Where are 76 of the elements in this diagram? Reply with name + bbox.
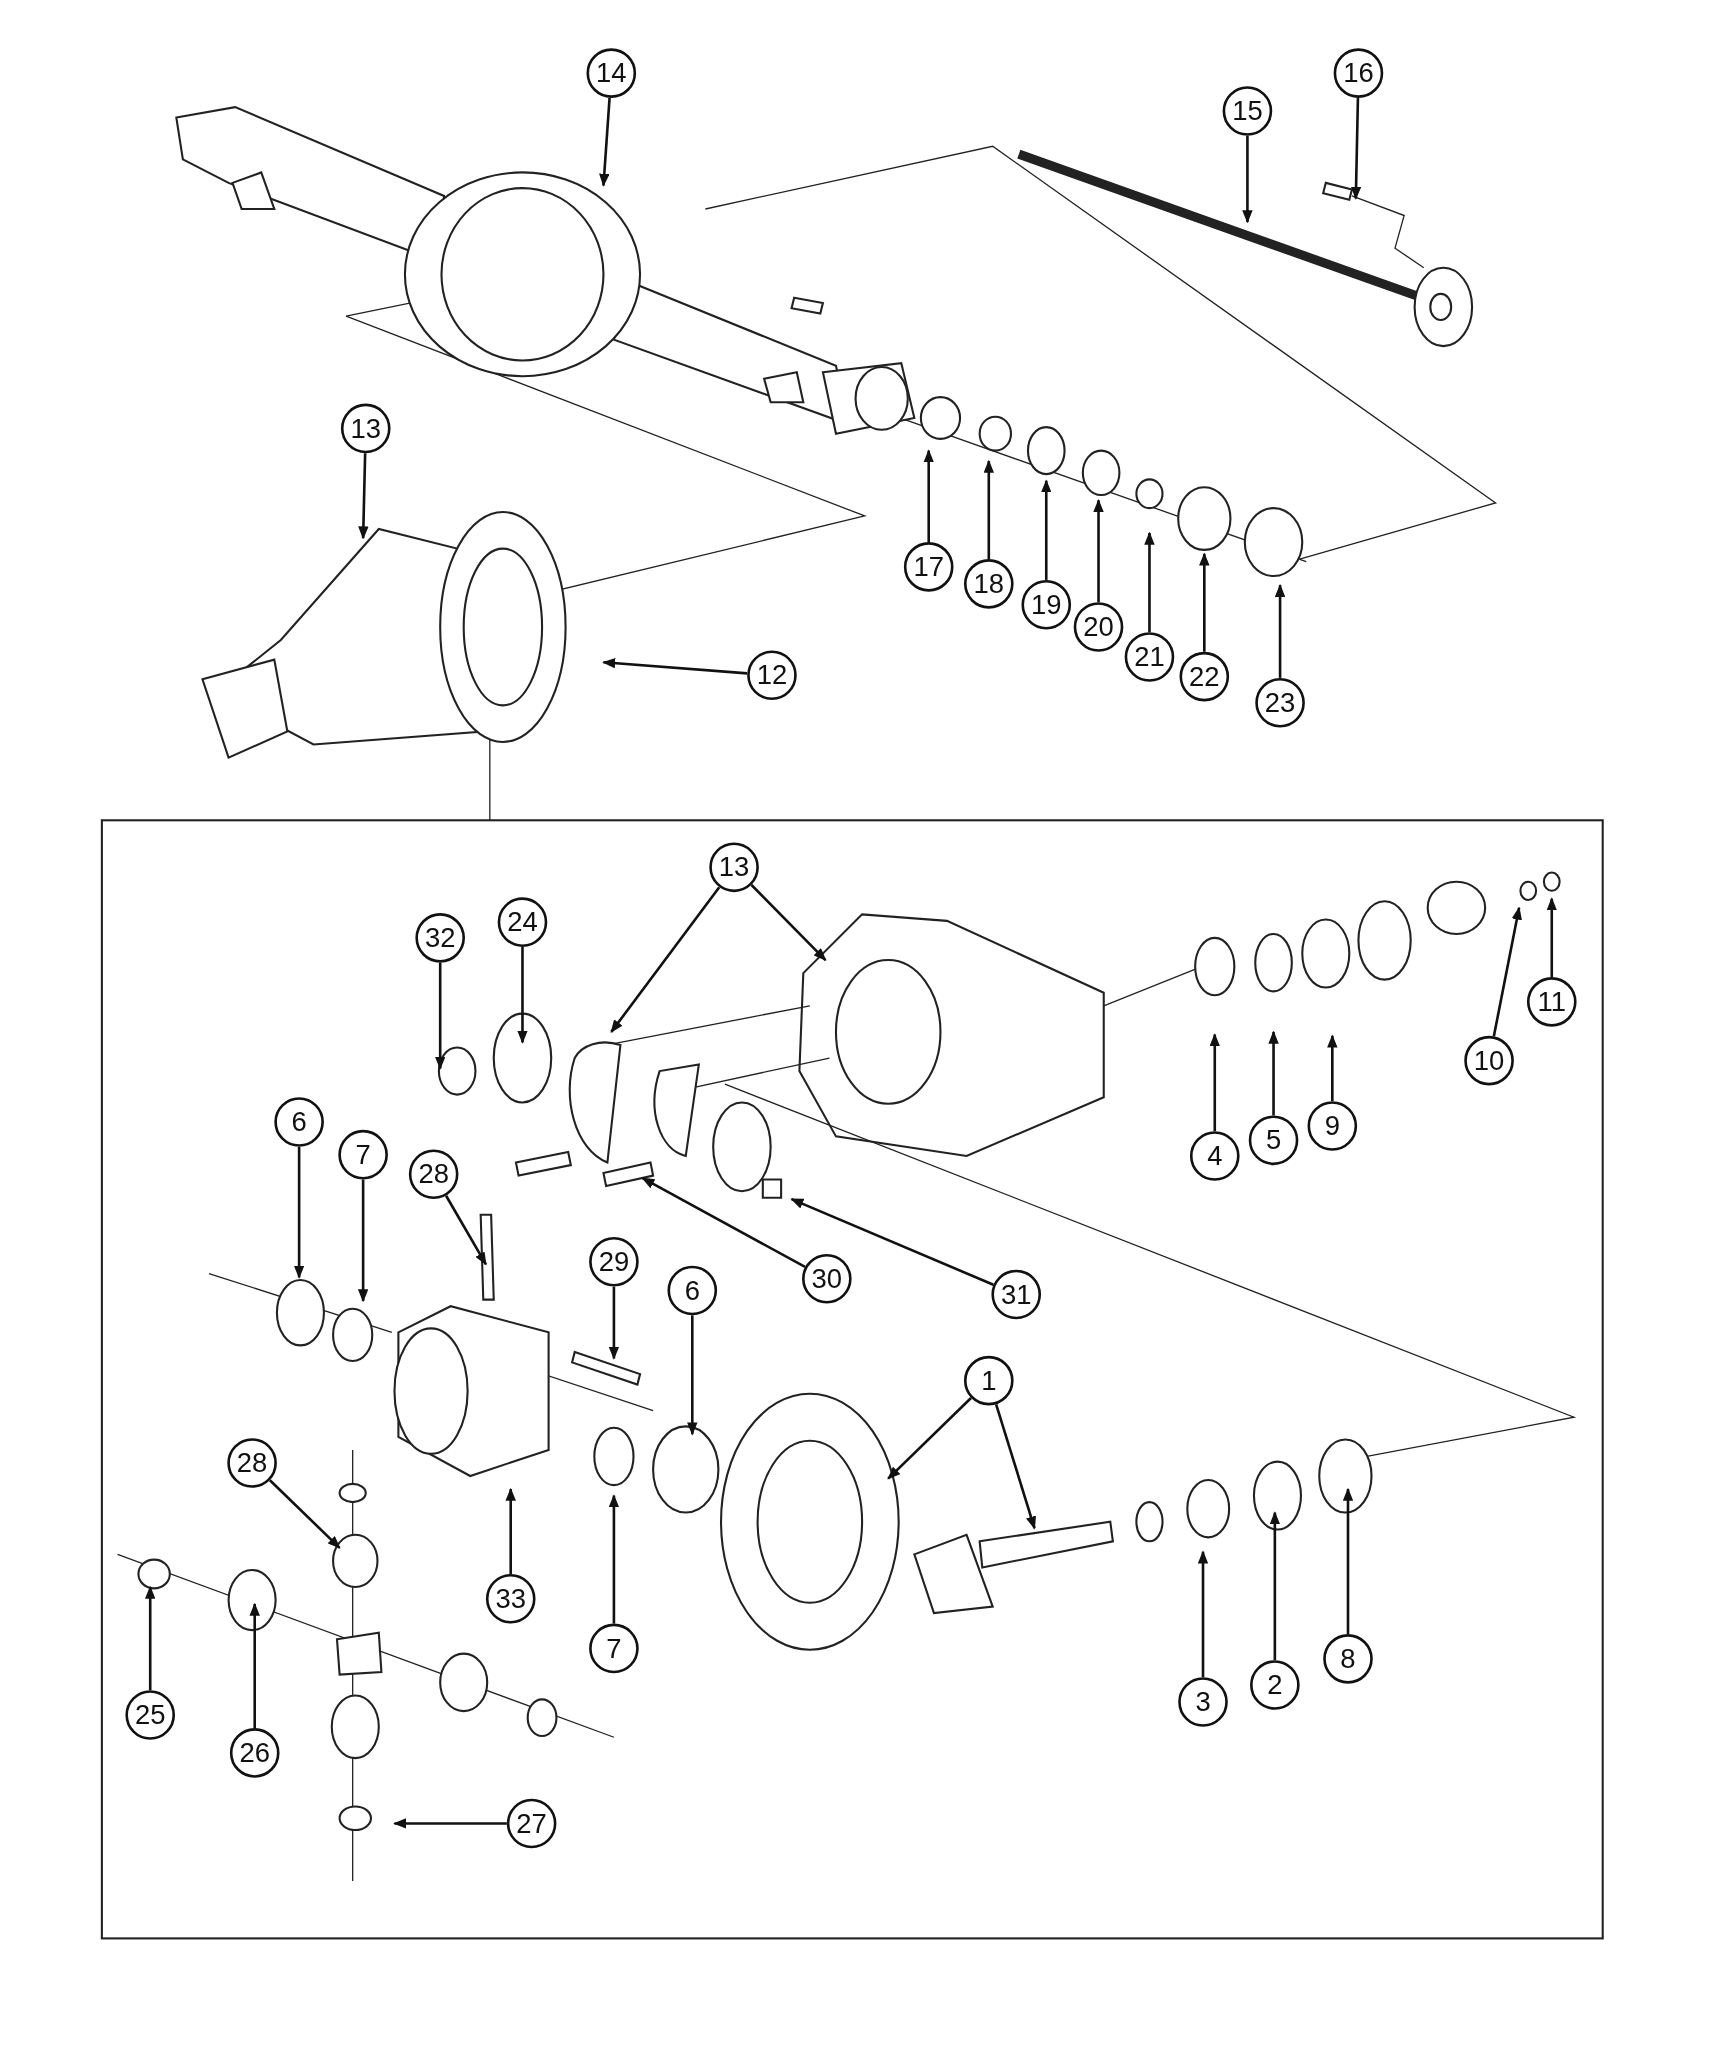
callout-number: 6 bbox=[667, 1265, 718, 1316]
callout-number: 6 bbox=[274, 1097, 324, 1147]
leader-line bbox=[444, 1195, 488, 1266]
leader-line bbox=[687, 1315, 698, 1436]
leader-line bbox=[610, 886, 721, 1033]
leader-line bbox=[434, 962, 446, 1070]
leader-line bbox=[1268, 1030, 1279, 1116]
leader-line bbox=[517, 947, 528, 1044]
leader-line bbox=[1342, 1487, 1354, 1635]
leader-line bbox=[790, 1197, 994, 1286]
callout-number: 13 bbox=[709, 842, 759, 893]
callout-number: 3 bbox=[1178, 1677, 1228, 1727]
leader-line bbox=[983, 459, 994, 560]
callout-number: 25 bbox=[125, 1690, 176, 1740]
callout-number: 19 bbox=[1021, 579, 1072, 630]
leader-line bbox=[145, 1585, 156, 1691]
callout-number: 14 bbox=[586, 48, 637, 98]
leader-line bbox=[887, 1397, 972, 1480]
leader-line bbox=[599, 97, 611, 187]
callout-number: 10 bbox=[1464, 1035, 1514, 1086]
leader-line bbox=[1144, 531, 1155, 633]
callout-number: 16 bbox=[1333, 48, 1384, 98]
callout-number: 29 bbox=[589, 1236, 639, 1287]
leader-line bbox=[608, 1494, 620, 1624]
callout-number: 11 bbox=[1526, 977, 1577, 1027]
leader-line bbox=[249, 1602, 260, 1729]
leader-line bbox=[1041, 479, 1052, 580]
leader-line bbox=[1199, 552, 1210, 652]
leader-line bbox=[1197, 1550, 1209, 1678]
callout-number: 13 bbox=[340, 403, 391, 454]
leader-line bbox=[750, 884, 827, 961]
callout-number: 2 bbox=[1250, 1660, 1300, 1710]
leader-line bbox=[505, 1487, 516, 1574]
callout-number: 7 bbox=[338, 1129, 388, 1180]
leader-line bbox=[358, 453, 369, 540]
callout-number: 17 bbox=[903, 542, 954, 592]
leader-line bbox=[923, 449, 934, 543]
callout-number: 32 bbox=[415, 913, 465, 963]
callout-number: 28 bbox=[408, 1149, 459, 1200]
callout-number: 7 bbox=[589, 1623, 639, 1674]
leader-line bbox=[1274, 583, 1286, 678]
callout-number: 9 bbox=[1307, 1101, 1358, 1151]
leader-line bbox=[1327, 1034, 1338, 1102]
callout-number: 28 bbox=[227, 1438, 277, 1488]
callout-number: 33 bbox=[485, 1573, 536, 1624]
callout-number: 1 bbox=[964, 1355, 1014, 1406]
leader-line bbox=[1093, 498, 1104, 603]
callout-number: 12 bbox=[747, 650, 797, 701]
callout-number: 4 bbox=[1189, 1131, 1240, 1181]
leader-line bbox=[1269, 1511, 1281, 1661]
callout-number: 20 bbox=[1073, 602, 1124, 652]
leader-line bbox=[1242, 135, 1253, 224]
leader-line bbox=[1492, 906, 1522, 1037]
callout-number: 22 bbox=[1179, 651, 1230, 702]
callout-number: 15 bbox=[1222, 86, 1273, 136]
callout-number: 24 bbox=[497, 897, 548, 947]
leader-line bbox=[393, 1818, 507, 1829]
callout-number: 31 bbox=[991, 1269, 1042, 1320]
callout-number: 30 bbox=[802, 1253, 852, 1304]
callout-number: 23 bbox=[1255, 677, 1305, 728]
leader-line bbox=[1546, 897, 1557, 978]
leader-line bbox=[994, 1403, 1036, 1530]
callout-number: 5 bbox=[1248, 1115, 1299, 1166]
callout-number: 21 bbox=[1124, 632, 1175, 682]
leader-line bbox=[1209, 1033, 1220, 1132]
leader-line bbox=[269, 1479, 341, 1549]
leader-line bbox=[602, 657, 748, 675]
callout-number: 8 bbox=[1323, 1634, 1373, 1684]
callout-number: 26 bbox=[229, 1728, 280, 1778]
leader-line bbox=[641, 1177, 806, 1268]
leader-line bbox=[1350, 97, 1362, 200]
callout-number: 18 bbox=[964, 559, 1014, 609]
leader-line bbox=[293, 1146, 305, 1279]
leader-line bbox=[357, 1179, 369, 1303]
callout-number: 27 bbox=[506, 1798, 557, 1849]
leader-line bbox=[608, 1286, 620, 1360]
